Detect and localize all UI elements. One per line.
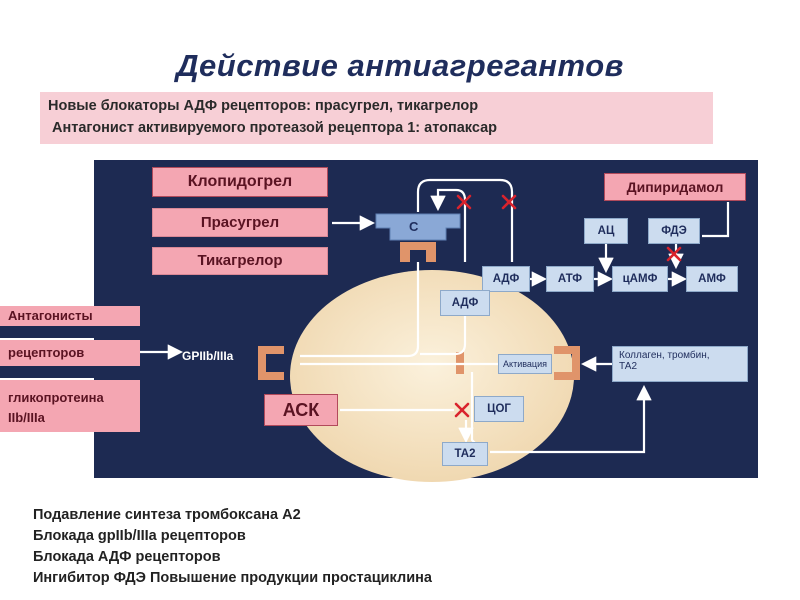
antagonists-line-4: IIb/IIIa — [8, 410, 45, 425]
inhibit-x-1 — [456, 194, 472, 210]
inhibit-x-3 — [666, 246, 682, 262]
collagen-box: Коллаген, тромбин, ТА2 — [612, 346, 748, 382]
c-receptor-label: С — [409, 219, 419, 234]
camp-box: цАМФ — [612, 266, 668, 292]
arrow-adp-in-down — [420, 312, 467, 356]
arrow-dipyridamole-down — [702, 202, 730, 238]
collagen-line-1: Коллаген, тромбин, — [619, 350, 710, 361]
pde-box: ФДЭ — [648, 218, 700, 244]
cog-box: ЦОГ — [474, 396, 524, 422]
gp-receptor-shape — [258, 346, 284, 380]
ac-box: АЦ — [584, 218, 628, 244]
ticagrelor-label: Тикагрелор — [152, 247, 328, 275]
collagen-receptor-shape — [554, 346, 580, 380]
arrow-ta2-to-collagen — [490, 384, 652, 454]
adp-outside: АДФ — [482, 266, 530, 292]
stripe-2 — [0, 366, 246, 378]
collagen-line-2: ТА2 — [619, 361, 638, 372]
adp-inside: АДФ — [440, 290, 490, 316]
inhibit-x-2 — [501, 194, 517, 210]
c-receptor-stalk — [400, 242, 436, 262]
arrow-c-loop — [416, 178, 514, 262]
activation-box: Активация — [498, 354, 552, 374]
subtitle-box: Новые блокаторы АДФ рецепторов: прасугре… — [40, 92, 713, 144]
bottom-line-4: Ингибитор ФДЭ Повышение продукции проста… — [33, 570, 432, 586]
subtitle-line-2: Антагонист активируемого протеазой рецеп… — [52, 120, 498, 136]
bottom-line-3: Блокада АДФ рецепторов — [33, 549, 221, 565]
gp-receptor-label: GPIIb/IIIa — [182, 349, 234, 363]
antagonists-line-2: рецепторов — [0, 340, 140, 366]
bottom-line-1: Подавление синтеза тромбоксана А2 — [33, 507, 301, 523]
ta2-box: ТА2 — [442, 442, 488, 466]
bottom-line-2: Блокада gpIIb/IIIa рецепторов — [33, 528, 246, 544]
page-title: Действие антиагрегантов — [176, 48, 624, 83]
arrow-c-down — [300, 262, 420, 358]
subtitle-line-1: Новые блокаторы АДФ рецепторов: прасугре… — [48, 98, 479, 114]
antagonists-line-3: гликопротеина — [8, 390, 104, 405]
prasugrel-label: Прасугрел — [152, 208, 328, 237]
atp-box: АТФ — [546, 266, 594, 292]
dipyridamole-label: Дипиридамол — [604, 173, 746, 201]
antagonists-box-lower — [0, 380, 140, 432]
asa-label: АСК — [264, 394, 338, 426]
stripe-1 — [0, 326, 246, 338]
c-receptor-shape — [375, 213, 461, 241]
platelet-body — [290, 270, 574, 482]
amp-box: АМФ — [686, 266, 738, 292]
antagonists-line-1: Антагонисты — [0, 306, 140, 326]
clopidogrel-label: Клопидогрел — [152, 167, 328, 197]
inhibit-x-4 — [454, 402, 470, 418]
